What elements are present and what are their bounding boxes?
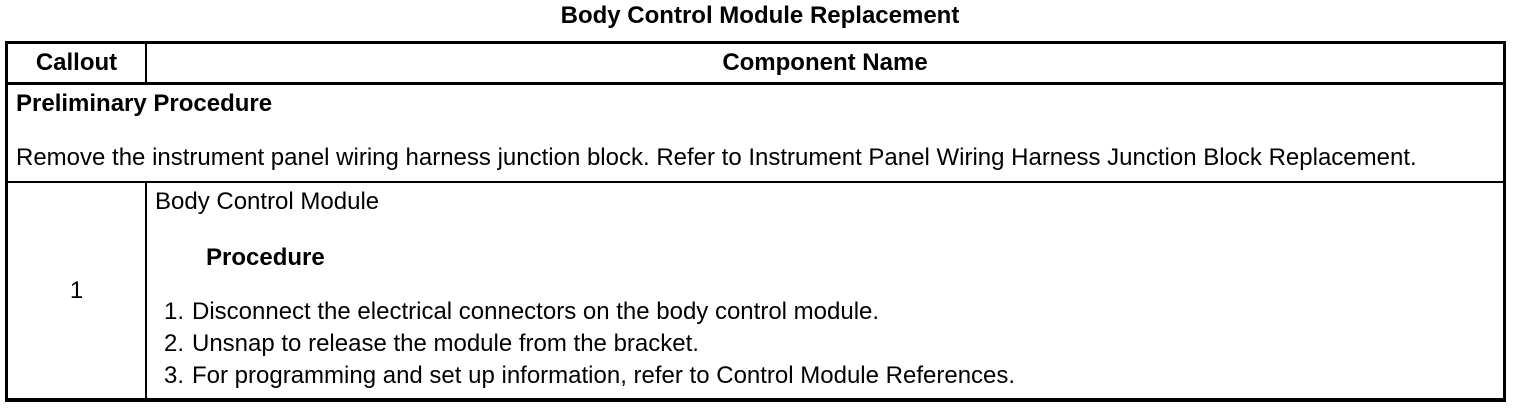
procedure-heading: Procedure: [206, 244, 325, 271]
callout-number-cell: 1: [8, 183, 147, 398]
procedure-step: 1. Disconnect the electrical connectors …: [155, 296, 1493, 328]
component-name-text: Body Control Module: [155, 188, 380, 215]
step-number: 2.: [164, 330, 185, 357]
column-header-component-name: Component Name: [722, 49, 928, 76]
callout-component-table: Callout Component Name Preliminary Proce…: [5, 41, 1506, 402]
table-row: 1 Body Control Module Procedure 1. Disco…: [8, 183, 1503, 398]
preliminary-procedure-row: Preliminary Procedure Remove the instrum…: [8, 85, 1503, 183]
step-text: For programming and set up information, …: [192, 362, 1016, 389]
step-number: 1.: [164, 298, 185, 325]
preliminary-procedure-heading: Preliminary Procedure: [16, 90, 273, 117]
component-cell: Body Control Module Procedure 1. Disconn…: [147, 183, 1503, 398]
procedure-step: 3. For programming and set up informatio…: [155, 360, 1493, 392]
step-text: Disconnect the electrical connectors on …: [192, 298, 880, 325]
step-text: Unsnap to release the module from the br…: [192, 330, 699, 357]
column-header-callout: Callout: [8, 44, 147, 82]
preliminary-procedure-text: Remove the instrument panel wiring harne…: [16, 144, 1417, 171]
step-number: 3.: [164, 362, 185, 389]
table-header-row: Callout Component Name: [8, 44, 1503, 85]
procedure-step: 2. Unsnap to release the module from the…: [155, 328, 1493, 360]
page-title: Body Control Module Replacement: [560, 2, 960, 29]
procedure-step-list: 1. Disconnect the electrical connectors …: [155, 296, 1493, 392]
